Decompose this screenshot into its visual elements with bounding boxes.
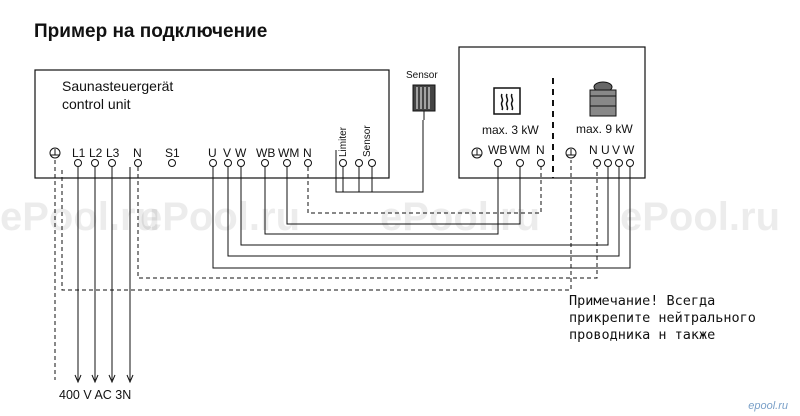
terminal-limiter-label: Limiter bbox=[338, 126, 349, 157]
watermark: ePool.ru bbox=[140, 195, 301, 239]
control-unit-label: Saunasteuergerät control unit bbox=[62, 77, 173, 113]
terminal-l1-label: L1 bbox=[72, 146, 86, 160]
terminal-sensor-label: Sensor bbox=[362, 125, 373, 157]
watermark: ePool.ru bbox=[0, 195, 161, 239]
terminal-n-label: N bbox=[133, 146, 142, 160]
right-power-label: max. 9 kW bbox=[576, 122, 633, 136]
steam-heater-icon bbox=[493, 87, 521, 115]
terminal-u-label: U bbox=[208, 146, 217, 160]
terminal-l2-label: L2 bbox=[89, 146, 103, 160]
heater-terminal-wm-label: WM bbox=[509, 143, 531, 157]
watermark: ePool.ru bbox=[620, 195, 781, 239]
note-line3: проводника н также bbox=[569, 327, 716, 343]
terminal-l3-label: L3 bbox=[106, 146, 120, 160]
note-line2: прикрепите нейтрального bbox=[569, 310, 756, 326]
terminal-v-label: V bbox=[223, 146, 232, 160]
sensor-device bbox=[412, 84, 436, 112]
terminal-n2-label: N bbox=[303, 146, 312, 160]
terminal-w-label: W bbox=[235, 146, 247, 160]
note-line1: Примечание! Всегда bbox=[569, 293, 716, 309]
brand-logo: epool.ru bbox=[748, 400, 788, 412]
control-unit-label-line1: Saunasteuergerät bbox=[62, 78, 174, 94]
terminal-wb-label: WB bbox=[256, 146, 276, 160]
heater-terminal-wb-label: WB bbox=[488, 143, 508, 157]
page-title: Пример на подключение bbox=[34, 21, 268, 42]
terminal-s1-label: S1 bbox=[165, 146, 180, 160]
terminal-wm-label: WM bbox=[278, 146, 300, 160]
heater-terminal-u-label: U bbox=[601, 143, 610, 157]
control-unit-box bbox=[34, 69, 390, 179]
cu-terminals bbox=[49, 147, 376, 167]
heater-terminal-w-label: W bbox=[623, 143, 635, 157]
heater-terminal-n2-label: N bbox=[589, 143, 598, 157]
watermark: ePool.ru bbox=[380, 195, 541, 239]
note-text: Примечание! Всегда прикрепите нейтрально… bbox=[569, 293, 779, 344]
sensor-label: Sensor bbox=[406, 70, 438, 81]
control-unit-label-line2: control unit bbox=[62, 96, 131, 112]
left-power-label: max. 3 kW bbox=[482, 123, 539, 137]
heater-terminal-v-label: V bbox=[612, 143, 621, 157]
heater-terminal-n-label: N bbox=[536, 143, 545, 157]
sauna-stove-icon bbox=[589, 81, 617, 117]
supply-label: 400 V AC 3N bbox=[59, 388, 132, 402]
